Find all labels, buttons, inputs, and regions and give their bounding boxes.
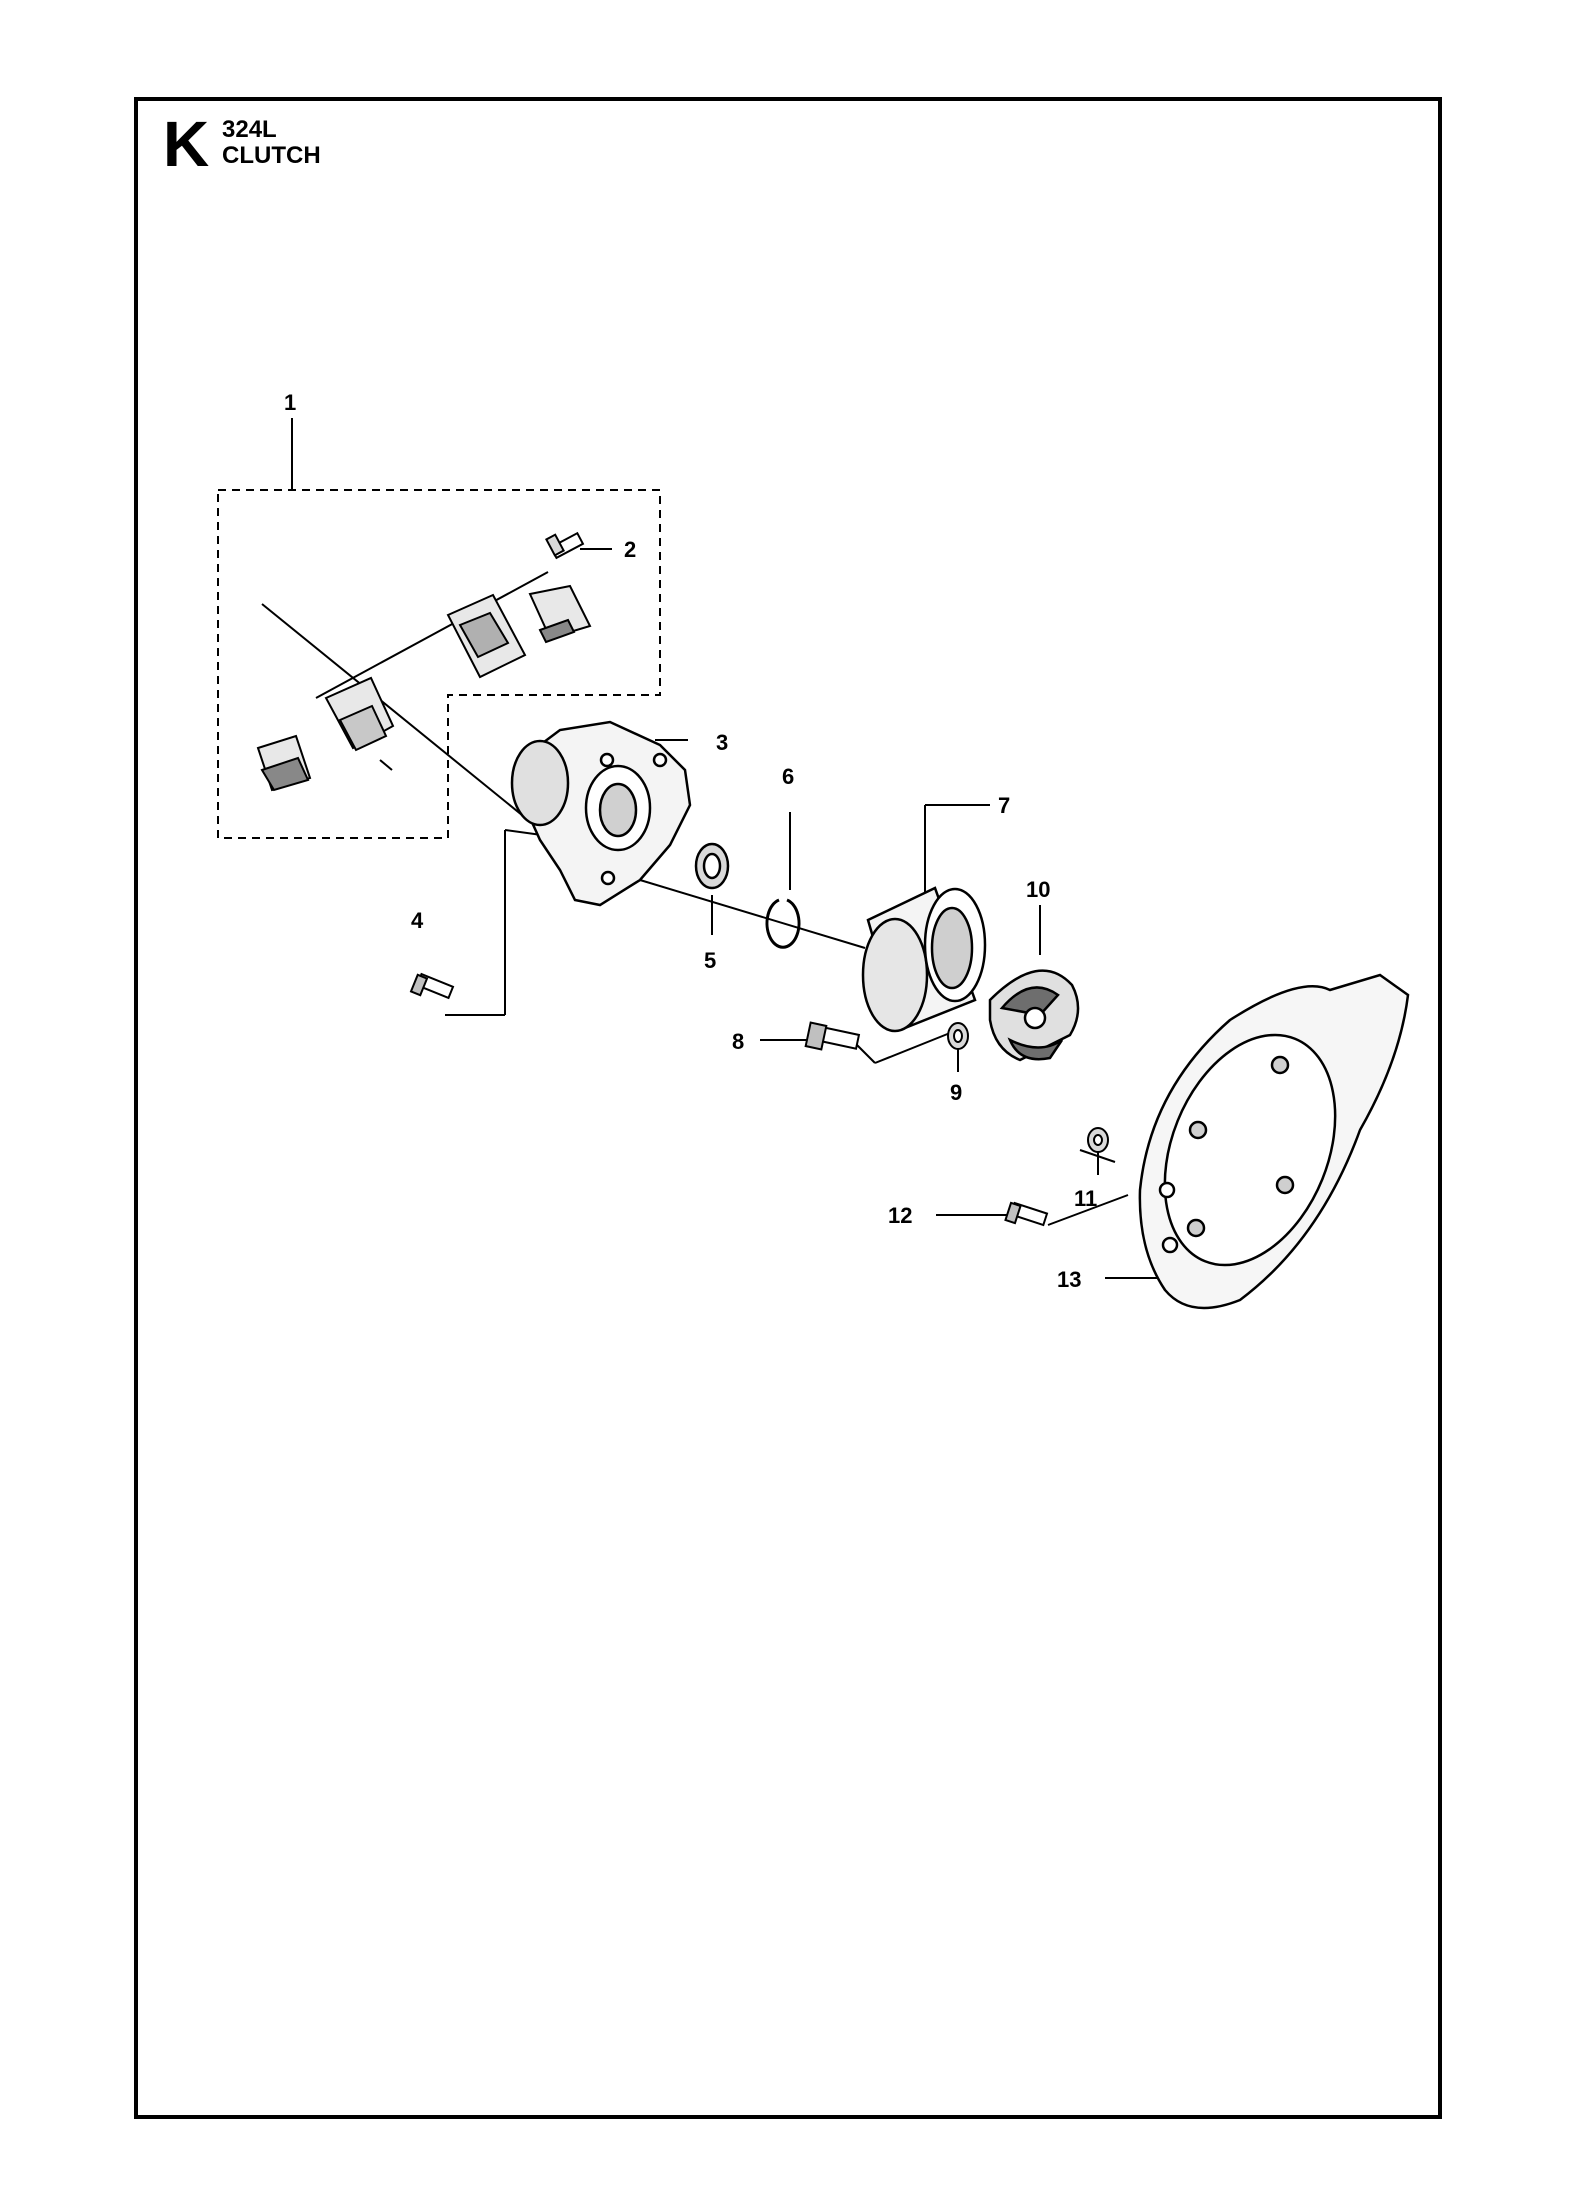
- callout-8: 8: [732, 1029, 744, 1054]
- bearing-graphic: [694, 842, 730, 890]
- section-letter: K: [163, 108, 210, 180]
- clutch-assembly-graphic: [988, 969, 1080, 1062]
- model-number: 324L: [222, 116, 277, 143]
- callout-labels: 1 2 3 4 5 6 7 8 9 10 11 12 13: [284, 390, 1097, 1292]
- section-title: CLUTCH: [222, 142, 321, 169]
- retaining-ring-graphic: [765, 898, 801, 949]
- callout-11: 11: [1074, 1186, 1097, 1211]
- callout-6: 6: [782, 764, 794, 789]
- throttle-parts-graphic: [256, 584, 592, 792]
- callout-9: 9: [950, 1080, 962, 1105]
- clutch-housing-graphic: [510, 720, 692, 907]
- callout-7: 7: [998, 793, 1010, 818]
- callout-12: 12: [888, 1203, 912, 1228]
- callout-13: 13: [1057, 1267, 1081, 1292]
- callout-1: 1: [284, 390, 296, 415]
- clutch-drum-graphic: [861, 886, 987, 1033]
- washer-11-graphic: [1087, 1127, 1109, 1153]
- callout-2: 2: [624, 537, 636, 562]
- fan-housing-graphic: [1138, 973, 1410, 1310]
- callout-3: 3: [716, 730, 728, 755]
- page-frame: [134, 97, 1442, 2119]
- screw-4-graphic: [409, 972, 455, 1000]
- kit-boundary: [217, 489, 661, 839]
- screw-12-graphic: [1004, 1201, 1049, 1227]
- screw-2-graphic: [545, 531, 585, 560]
- callout-5: 5: [704, 948, 716, 973]
- washer-9-graphic: [947, 1022, 969, 1050]
- callout-10: 10: [1026, 877, 1050, 902]
- bolt-graphic: [804, 1021, 861, 1051]
- callout-4: 4: [411, 908, 424, 933]
